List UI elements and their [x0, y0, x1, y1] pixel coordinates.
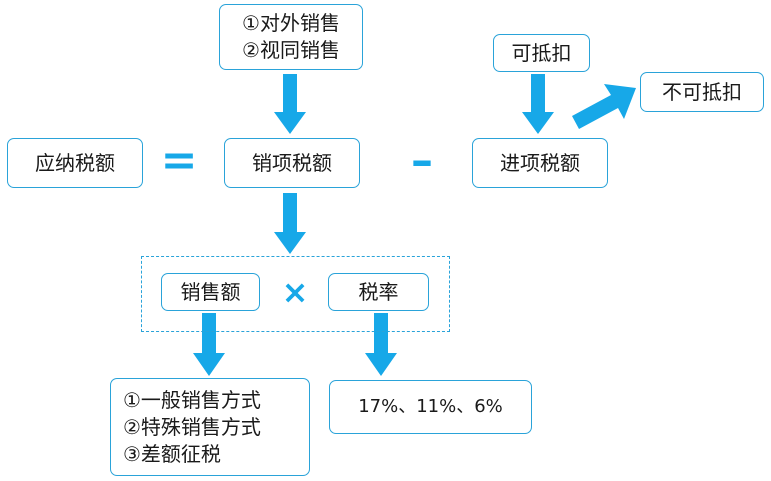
rates-label: 17%、11%、6% — [358, 395, 503, 417]
source-item: ①对外销售 — [242, 11, 340, 35]
tax-rate-box: 税率 — [328, 273, 429, 311]
arrow-sources-to-output-tax — [274, 74, 306, 134]
tax-payable-label: 应纳税额 — [35, 150, 115, 175]
output-tax-box: 销项税额 — [224, 138, 360, 188]
method-item: ②特殊销售方式 — [123, 414, 261, 439]
arrow-sales-to-methods — [193, 313, 225, 376]
formula-group — [141, 256, 450, 332]
non-deductible-box: 不可抵扣 — [640, 72, 764, 112]
equals-sign: = — [160, 135, 198, 186]
deductible-box: 可抵扣 — [493, 34, 590, 72]
arrow-rate-to-values — [365, 313, 397, 376]
output-tax-label: 销项税额 — [252, 150, 332, 175]
tax-rate-label: 税率 — [358, 279, 399, 304]
rates-box: 17%、11%、6% — [329, 380, 532, 434]
sources-box: ①对外销售 ②视同销售 — [219, 4, 363, 70]
method-item: ①一般销售方式 — [123, 387, 261, 412]
sales-methods-box: ①一般销售方式 ②特殊销售方式 ③差额征税 — [110, 378, 310, 476]
tax-payable-box: 应纳税额 — [7, 138, 143, 188]
input-tax-box: 进项税额 — [472, 138, 608, 188]
non-deductible-label: 不可抵扣 — [662, 79, 742, 104]
arrow-output-tax-to-formula — [274, 193, 306, 254]
arrow-deductible-to-input-tax — [522, 74, 554, 134]
sales-amount-box: 销售额 — [161, 273, 260, 311]
input-tax-label: 进项税额 — [500, 150, 580, 175]
deductible-label: 可抵扣 — [511, 40, 572, 65]
multiply-sign: × — [281, 273, 309, 311]
method-item: ③差额征税 — [123, 441, 221, 466]
minus-sign: – — [411, 135, 433, 186]
sales-amount-label: 销售额 — [180, 279, 241, 304]
source-item: ②视同销售 — [242, 38, 340, 62]
arrow-input-tax-to-non-deductible — [572, 84, 636, 129]
